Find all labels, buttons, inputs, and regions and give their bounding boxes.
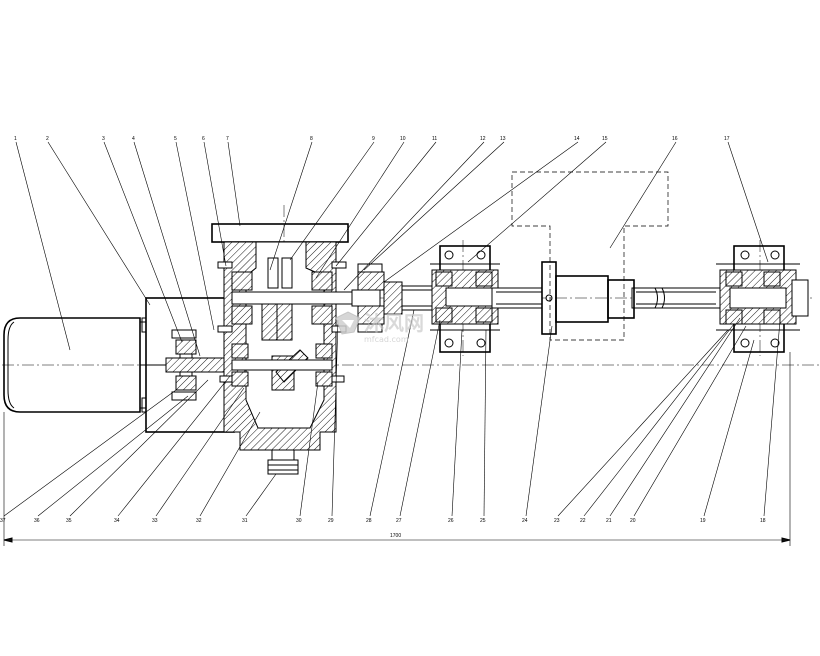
callout-25: 25 [480, 518, 486, 524]
bottom-callouts: 37 36 35 34 33 32 31 30 29 28 27 26 25 2… [0, 518, 766, 524]
gearbox-housing [211, 223, 353, 475]
watermark-site: mfcad.com [364, 335, 409, 344]
callout-33: 33 [152, 518, 158, 524]
callout-7: 7 [226, 136, 229, 142]
callout-12: 12 [480, 136, 486, 142]
callout-8: 8 [310, 136, 313, 142]
callout-11: 11 [432, 136, 437, 142]
callout-21: 21 [606, 518, 612, 524]
callout-17: 17 [724, 136, 730, 142]
callout-28: 28 [366, 518, 372, 524]
callout-27: 27 [396, 518, 402, 524]
callout-10: 10 [400, 136, 406, 142]
callout-32: 32 [196, 518, 202, 524]
callout-31: 31 [242, 518, 248, 524]
callout-35: 35 [66, 518, 72, 524]
watermark-brand: 沐风网 [364, 311, 424, 335]
callout-19: 19 [700, 518, 706, 524]
callout-9: 9 [372, 136, 375, 142]
ball-nut [511, 171, 669, 341]
callout-18: 18 [760, 518, 766, 524]
callout-15: 15 [602, 136, 608, 142]
bearing-block-right [716, 245, 809, 353]
callout-2: 2 [46, 136, 49, 142]
shaft-coupling [351, 263, 433, 333]
callout-13: 13 [500, 136, 506, 142]
callout-14: 14 [574, 136, 580, 142]
callout-30: 30 [296, 518, 302, 524]
callout-26: 26 [448, 518, 454, 524]
dimension-label: 1700 [390, 533, 401, 539]
lead-screw [491, 287, 721, 309]
callout-16: 16 [672, 136, 678, 142]
callout-23: 23 [554, 518, 560, 524]
bearing-block-left [430, 245, 500, 353]
callout-22: 22 [580, 518, 586, 524]
callout-24: 24 [522, 518, 528, 524]
callout-6: 6 [202, 136, 205, 142]
callout-20: 20 [630, 518, 636, 524]
callout-34: 34 [114, 518, 120, 524]
callout-3: 3 [102, 136, 105, 142]
callout-1: 1 [14, 136, 17, 142]
callout-29: 29 [328, 518, 334, 524]
center-lines [2, 205, 820, 470]
top-callouts: 1 2 3 4 5 6 7 8 9 10 11 12 13 14 15 16 1… [14, 136, 730, 142]
callout-5: 5 [174, 136, 177, 142]
watermark: 沐风网 mfcad.com [335, 311, 424, 344]
overall-dimension: 1700 [3, 352, 791, 546]
callout-36: 36 [34, 518, 40, 524]
watermark-logo-icon [335, 311, 361, 335]
bottom-leaders [3, 309, 781, 517]
electric-motor [3, 297, 239, 433]
callout-37: 37 [0, 518, 6, 524]
top-leaders [15, 141, 769, 357]
callout-4: 4 [132, 136, 135, 142]
